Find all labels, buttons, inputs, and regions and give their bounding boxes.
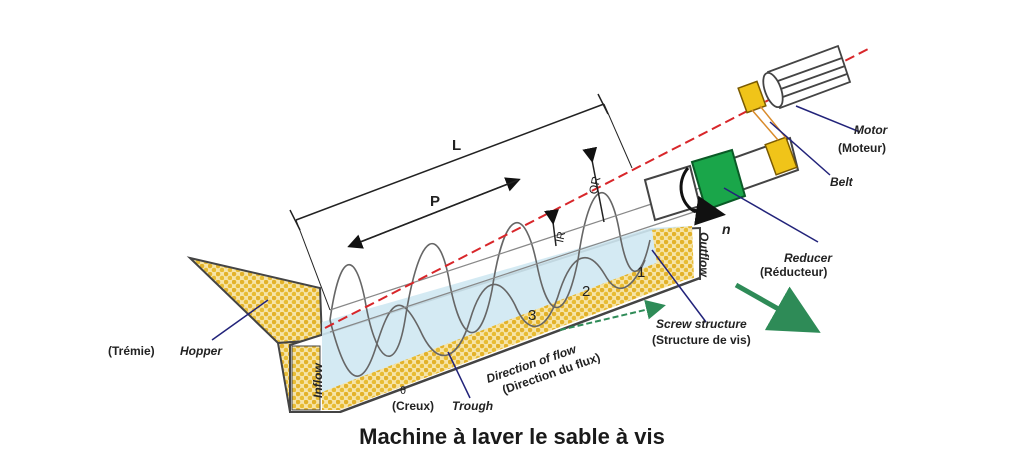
label-belt: Belt <box>830 175 854 189</box>
label-theta: θ <box>400 385 406 397</box>
dim-IR <box>544 209 559 247</box>
screw-helix <box>329 191 651 377</box>
label-outflow: Outflow <box>697 232 711 277</box>
label-OR: OR <box>586 175 604 196</box>
label-reducer-fr: (Réducteur) <box>760 265 827 279</box>
label-n: n <box>722 221 731 237</box>
label-screw-fr: (Structure de vis) <box>652 333 751 347</box>
shaft-top <box>329 187 701 311</box>
belt <box>751 109 779 141</box>
trough-sand <box>322 250 690 410</box>
label-L: L <box>452 137 461 154</box>
label-P: P <box>430 193 440 210</box>
outflow-arrow <box>734 282 821 333</box>
label-motor: Motor <box>854 123 889 137</box>
stage-2: 2 <box>582 283 590 300</box>
label-trough-fr: (Creux) <box>392 399 434 413</box>
label-IR: IR <box>554 230 568 243</box>
trough-bottom-edge <box>339 276 701 414</box>
hopper <box>186 256 324 345</box>
lower-pulley <box>764 136 798 176</box>
label-motor-fr: (Moteur) <box>838 141 886 155</box>
reducer <box>690 148 747 212</box>
label-inflow: Inflow <box>311 363 325 398</box>
inflow-column <box>291 345 321 411</box>
label-hopper-fr: (Trémie) <box>108 344 155 358</box>
outflow-sand <box>652 226 694 285</box>
label-hopper: Hopper <box>180 344 223 358</box>
diagram-caption: Machine à laver le sable à vis <box>359 424 665 449</box>
shaft-bottom <box>329 209 701 333</box>
upper-pulley <box>737 80 767 114</box>
label-trough: Trough <box>452 399 493 413</box>
rotation-arrow <box>691 195 726 226</box>
stage-1: 1 <box>637 264 645 281</box>
label-reducer: Reducer <box>784 251 833 265</box>
motor <box>762 44 852 110</box>
dim-OR <box>582 146 605 223</box>
stage-3: 3 <box>528 307 536 324</box>
label-screw: Screw structure <box>656 317 747 331</box>
leader-lines <box>211 105 861 399</box>
dim-L <box>295 103 605 221</box>
bearing-box <box>643 164 702 222</box>
